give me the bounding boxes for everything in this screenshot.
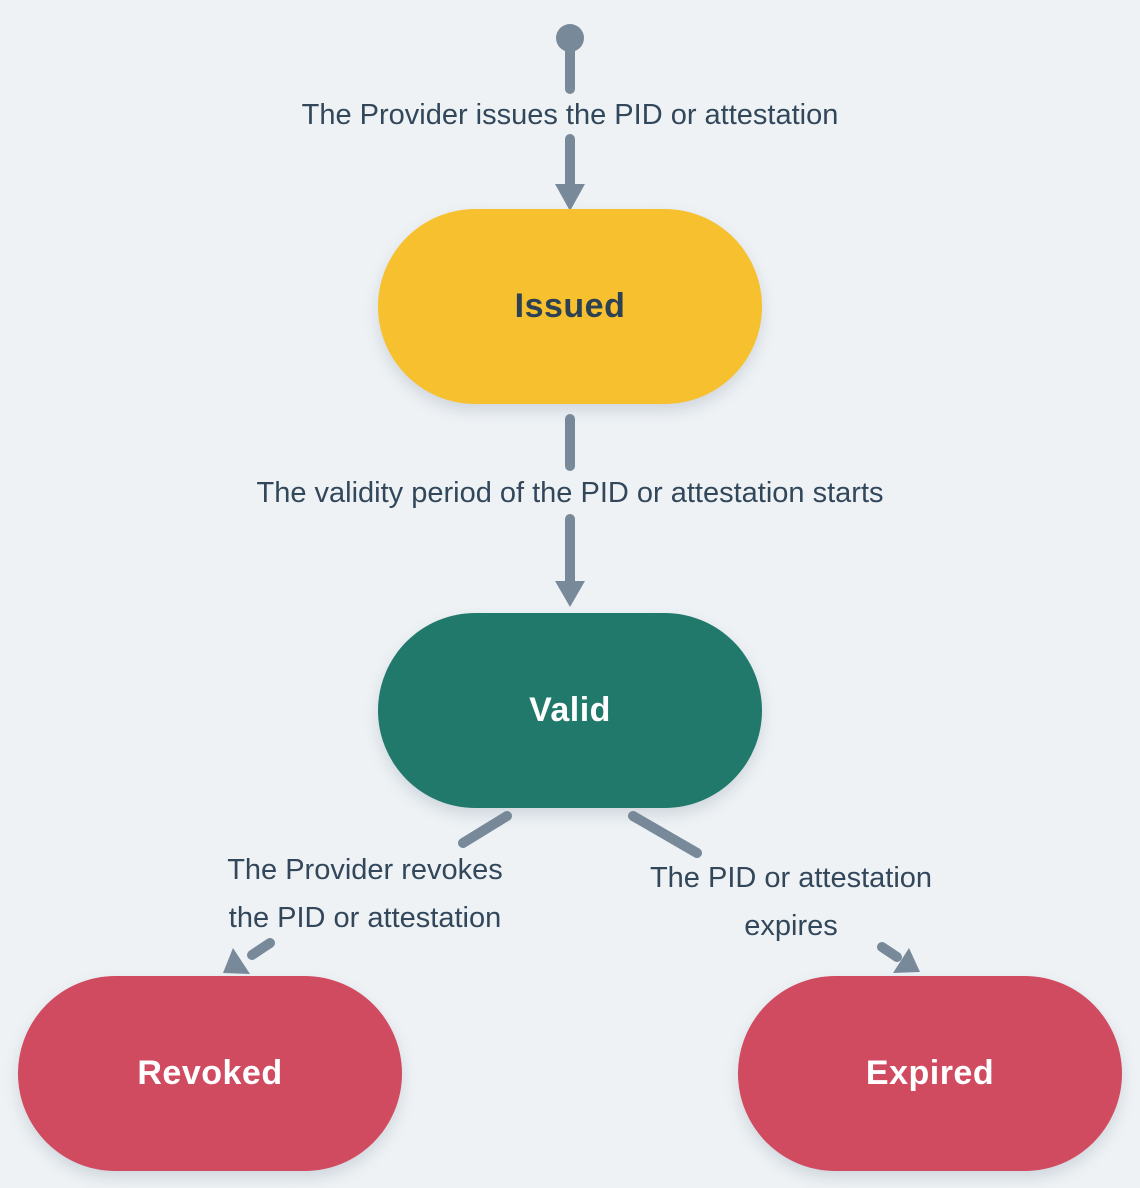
edge-label-attestation-expires: The PID or attestation expires <box>591 854 991 950</box>
state-node-issued: Issued <box>378 209 762 404</box>
edge-label-attestation-expires-line2: expires <box>744 910 838 942</box>
state-node-expired-label: Expired <box>865 1054 995 1092</box>
connector-to-revoked <box>247 938 275 960</box>
arrowhead-down-valid-icon <box>555 581 585 607</box>
edge-label-provider-revokes-line2: the PID or attestation <box>228 902 502 934</box>
arrowhead-down-issued-icon <box>555 184 585 211</box>
edge-label-provider-revokes: The Provider revokes the PID or attestat… <box>165 846 565 942</box>
state-node-valid: Valid <box>378 613 762 808</box>
state-node-revoked: Revoked <box>18 976 402 1171</box>
edge-label-attestation-expires-line1: The PID or attestation <box>649 862 933 894</box>
arrowhead-expired-icon <box>893 948 920 973</box>
arrowhead-revoked-icon <box>223 948 250 974</box>
state-node-valid-label: Valid <box>529 691 611 729</box>
start-state-dot-icon <box>556 24 584 52</box>
edge-label-provider-issues: The Provider issues the PID or attestati… <box>301 99 839 131</box>
state-node-expired: Expired <box>738 976 1122 1171</box>
connector-valid-right-stem <box>628 811 702 858</box>
edge-label-provider-revokes-line1: The Provider revokes <box>227 854 503 886</box>
connector-valid-left-stem <box>458 811 512 848</box>
state-node-revoked-label: Revoked <box>137 1054 283 1092</box>
state-node-issued-label: Issued <box>514 287 626 325</box>
edge-label-validity-starts: The validity period of the PID or attest… <box>256 477 884 509</box>
